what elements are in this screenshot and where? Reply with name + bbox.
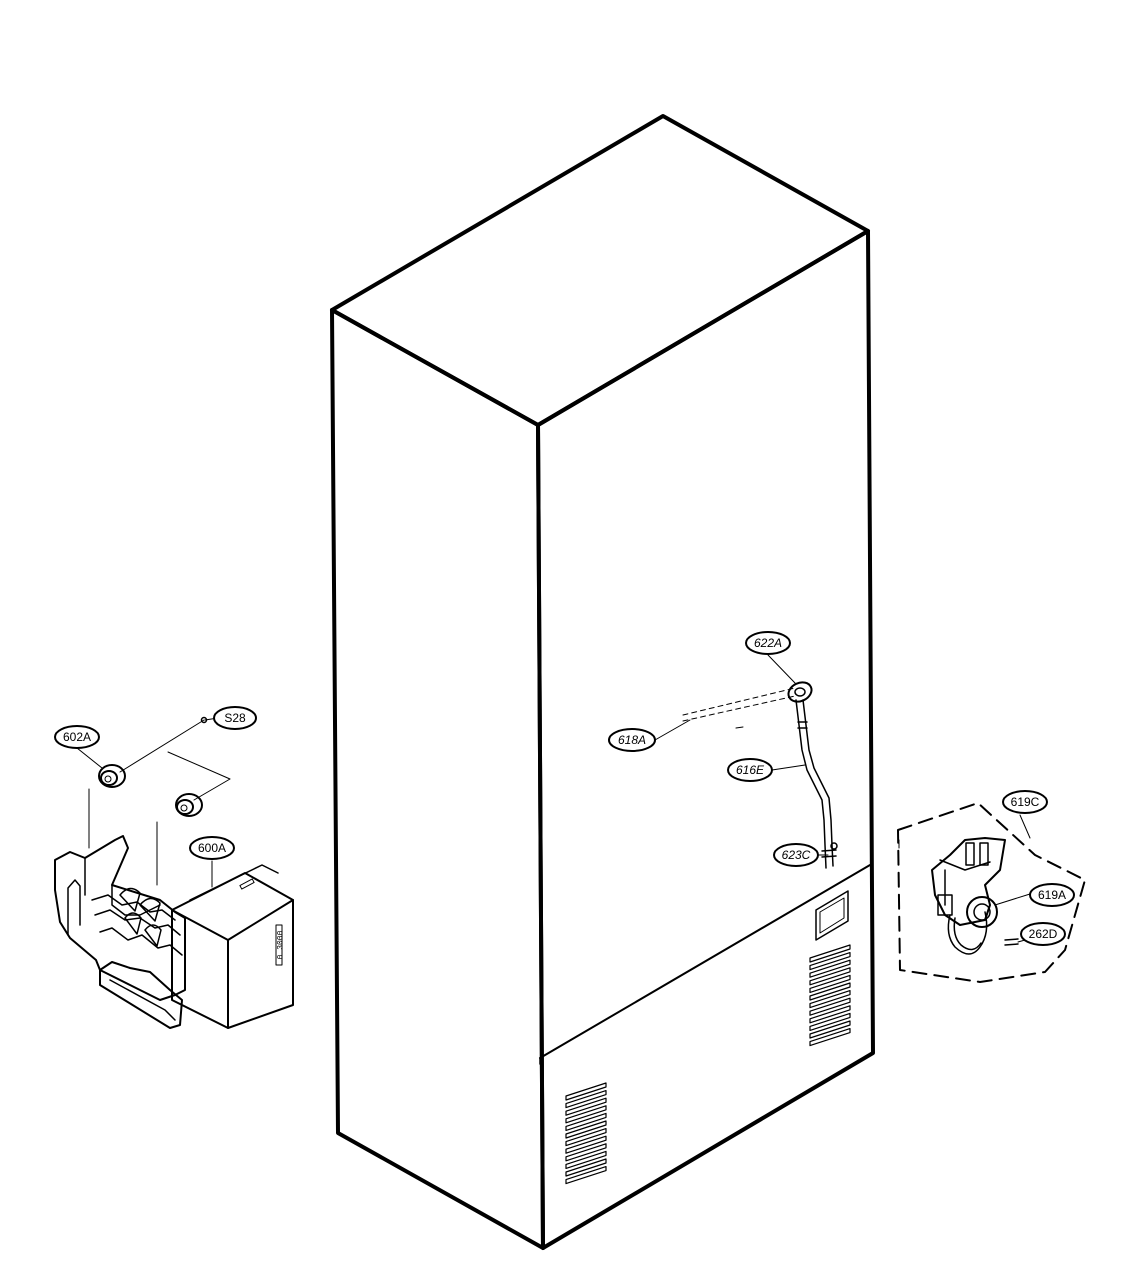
right-vent-grille xyxy=(809,944,851,1047)
vent-slat xyxy=(809,967,851,986)
rear-access-panel xyxy=(565,890,851,1185)
callout-619c-label: 619C xyxy=(1011,795,1040,809)
vent-slat xyxy=(565,1135,607,1154)
icemaker-plate-text: 0 3000 xyxy=(277,930,286,959)
callout-619a: 619A xyxy=(1029,883,1075,907)
callout-622a-label: 622A xyxy=(754,636,782,650)
vent-slat xyxy=(565,1165,607,1185)
vent-slat xyxy=(809,982,851,1001)
vent-slat xyxy=(565,1143,607,1162)
callout-616e: 616E xyxy=(727,758,773,782)
cabinet-top xyxy=(330,114,870,427)
grommet xyxy=(787,681,813,703)
vent-slat xyxy=(809,1005,851,1024)
water-valve-assembly xyxy=(897,802,1086,983)
water-tube xyxy=(795,699,827,869)
valve-solenoid xyxy=(966,896,998,928)
callout-262d: 262D xyxy=(1020,922,1066,946)
vent-slat xyxy=(809,997,851,1016)
callout-618a-label: 618A xyxy=(618,733,646,747)
callout-602a-label: 602A xyxy=(63,730,91,744)
vent-slat xyxy=(809,974,851,994)
left-vent-grille xyxy=(565,1082,607,1185)
vent-slat xyxy=(809,989,851,1009)
vent-slat xyxy=(565,1082,607,1101)
leader-lines xyxy=(76,654,1031,943)
callout-623c-label: 623C xyxy=(782,848,811,862)
cabinet-left-side xyxy=(330,308,545,1250)
vent-slat xyxy=(565,1127,607,1147)
tube-clamp xyxy=(830,842,838,850)
grommet-upper xyxy=(98,764,126,788)
callout-619a-label: 619A xyxy=(1038,888,1066,902)
cabinet-back-face xyxy=(536,229,875,1250)
callout-s28: S28 xyxy=(213,706,257,730)
callout-labels: S28 602A 600A 622A 618A 616E 623C 619C xyxy=(54,631,1075,946)
vent-slat xyxy=(809,959,851,978)
vent-slat xyxy=(565,1120,607,1139)
callout-623c: 623C xyxy=(773,843,819,867)
callout-s28-label: S28 xyxy=(224,711,246,725)
callout-600a-label: 600A xyxy=(198,841,226,855)
vent-slat xyxy=(809,951,851,971)
grommet-lower xyxy=(175,793,203,817)
vent-slat xyxy=(565,1105,607,1124)
vent-slat xyxy=(809,944,851,963)
vent-slat xyxy=(809,1012,851,1032)
water-line-assembly xyxy=(682,681,838,869)
callout-618a: 618A xyxy=(608,728,656,752)
ice-maker-assembly: 0 3000 xyxy=(54,716,294,1029)
vent-slat xyxy=(809,1027,851,1047)
callout-262d-label: 262D xyxy=(1029,927,1058,941)
callout-600a: 600A xyxy=(189,836,235,860)
callout-619c: 619C xyxy=(1002,790,1048,814)
lower-panel-edge xyxy=(539,864,871,1059)
vent-slat xyxy=(565,1150,607,1170)
vent-slat xyxy=(565,1158,607,1177)
vent-slat xyxy=(809,1020,851,1039)
vent-slat xyxy=(565,1089,607,1109)
callout-616e-label: 616E xyxy=(736,763,765,777)
vent-slat xyxy=(565,1112,607,1132)
vent-slat xyxy=(565,1097,607,1116)
callout-602a: 602A xyxy=(54,725,100,749)
refrigerator-cabinet xyxy=(330,114,875,1250)
valve-enclosure-outline xyxy=(897,802,1086,983)
callout-622a: 622A xyxy=(745,631,791,655)
